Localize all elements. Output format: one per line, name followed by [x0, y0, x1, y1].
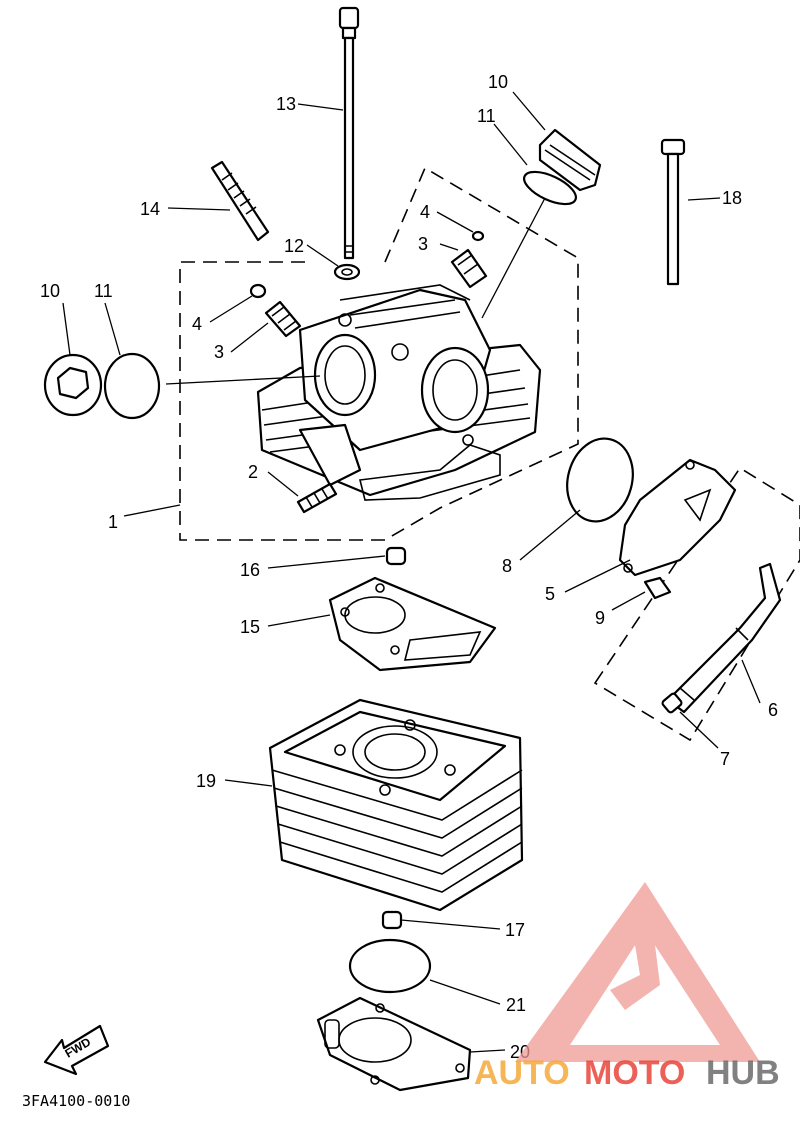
- logo-auto: AUTO: [474, 1054, 570, 1092]
- callout-4-left: 4: [192, 314, 202, 334]
- callout-14: 14: [140, 199, 160, 219]
- callout-2: 2: [248, 462, 258, 482]
- callout-15: 15: [240, 617, 260, 637]
- dowel-pin-upper: [385, 546, 407, 566]
- stud-bolt: [296, 482, 338, 514]
- fwd-arrow-icon: FWD: [43, 1024, 110, 1076]
- callout-18: 18: [722, 188, 742, 208]
- callout-11-left: 11: [94, 281, 113, 301]
- callout-16: 16: [240, 560, 260, 580]
- logo-hub: HUB: [706, 1054, 780, 1092]
- valve-adjuster-left: [264, 300, 302, 338]
- head-assembly-outline: [179, 166, 579, 541]
- valve-adjuster-right: [450, 248, 488, 289]
- valve-cover-cap-left: [43, 353, 103, 417]
- callout-19: 19: [196, 771, 216, 791]
- logo-wordmark: AUTO MOTO HUB: [474, 1054, 780, 1092]
- logo-moto: MOTO: [584, 1054, 685, 1092]
- cylinder: [268, 698, 524, 912]
- o-ring-breather: [566, 437, 634, 523]
- callout-8: 8: [502, 556, 512, 576]
- cylinder-head: [256, 284, 542, 501]
- hose-clamp: [661, 692, 683, 714]
- diagram-code: 3FA4100-0010: [22, 1092, 130, 1110]
- o-ring-large-left: [103, 352, 161, 420]
- o-ring-base: [348, 938, 432, 994]
- breather-bolt: [643, 576, 672, 600]
- dowel-pin-lower: [381, 910, 403, 930]
- leader-lines: [62, 91, 761, 1053]
- o-ring-right: [471, 230, 485, 242]
- callout-3-right: 3: [418, 234, 428, 254]
- callout-3-left: 3: [214, 342, 224, 362]
- callout-13: 13: [276, 94, 296, 114]
- head-gasket: [328, 576, 497, 672]
- o-ring-left: [249, 283, 267, 299]
- callout-11-top: 11: [477, 106, 496, 126]
- valve-cover-cap-top: [538, 128, 602, 192]
- callout-21: 21: [506, 995, 526, 1015]
- long-head-bolt: [338, 6, 360, 260]
- breather-hose: [666, 562, 782, 714]
- washer: [333, 263, 361, 281]
- callout-17: 17: [505, 920, 525, 940]
- callout-6: 6: [768, 700, 778, 720]
- callout-10-left: 10: [40, 281, 60, 301]
- callout-7: 7: [720, 749, 730, 769]
- automotohub-logo: [515, 882, 760, 1062]
- callout-10-top: 10: [488, 72, 508, 92]
- callout-12: 12: [284, 236, 304, 256]
- base-gasket: [316, 996, 472, 1092]
- breather-cover: [618, 458, 737, 577]
- callout-9: 9: [595, 608, 605, 628]
- spark-plug: [210, 160, 270, 242]
- callout-5: 5: [545, 584, 555, 604]
- callout-4-right: 4: [420, 202, 430, 222]
- side-bolt: [660, 138, 686, 286]
- callout-1: 1: [108, 512, 118, 532]
